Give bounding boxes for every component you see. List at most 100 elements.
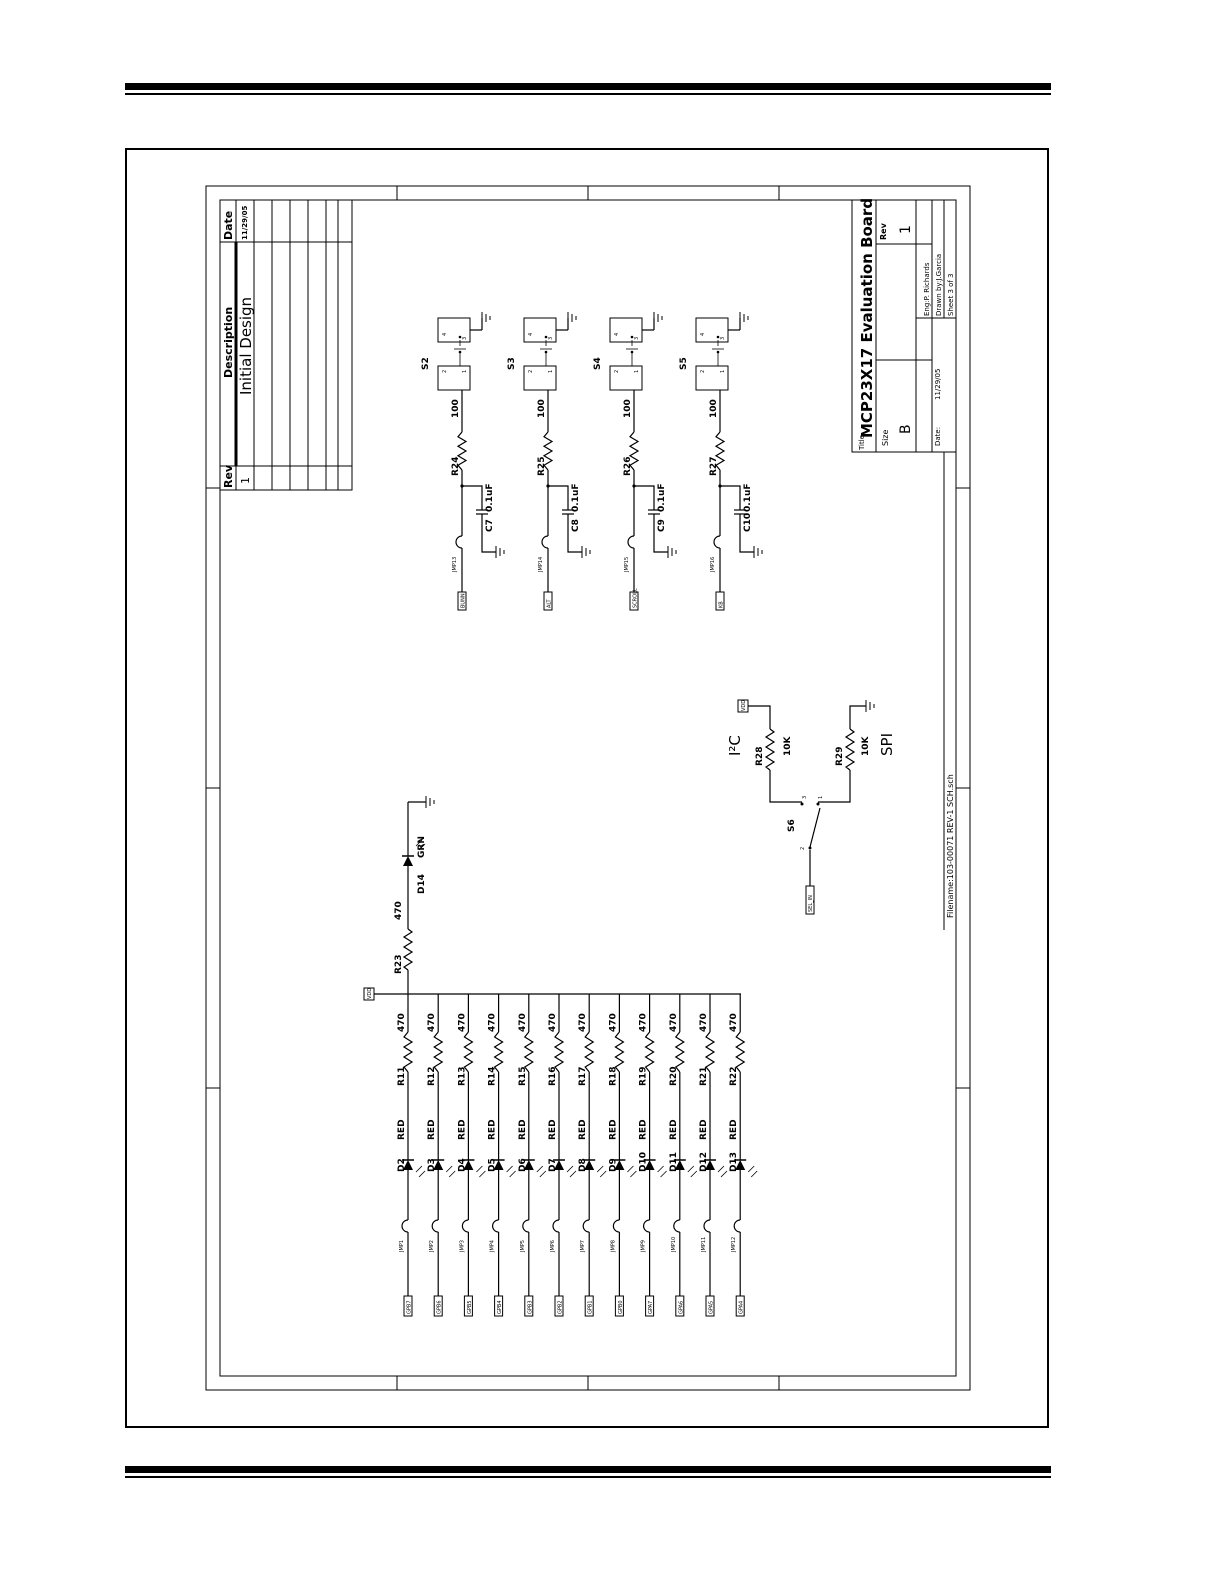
sheet-number: Sheet 3 of 3 bbox=[947, 273, 955, 316]
diode-label: D3 bbox=[427, 1158, 437, 1172]
date-block-value: 11/29/05 bbox=[934, 369, 942, 400]
diode-label: D4 bbox=[457, 1158, 467, 1172]
jumper-icon bbox=[492, 1219, 499, 1233]
jumper-icon bbox=[461, 1219, 469, 1233]
r28-value: 10K bbox=[783, 735, 793, 756]
resistor-label: R19 bbox=[639, 1067, 649, 1086]
resistor-icon bbox=[704, 1031, 716, 1073]
jumper-icon bbox=[673, 1219, 680, 1233]
resistor-value: 470 bbox=[548, 1013, 558, 1032]
jumper-icon bbox=[431, 1219, 439, 1233]
pin-label: 1 bbox=[548, 370, 554, 373]
resistor-value: 470 bbox=[397, 1013, 407, 1032]
capacitor-value: 0.1uF bbox=[657, 484, 667, 513]
header-rule-thin bbox=[125, 93, 1051, 95]
svg-text:3: 3 bbox=[802, 796, 808, 799]
zone-ticks bbox=[206, 186, 970, 1390]
pin-label: 3 bbox=[720, 337, 726, 340]
diode-label: D5 bbox=[488, 1158, 498, 1172]
led-diode-icon bbox=[554, 1160, 564, 1170]
capacitor-label: C7 bbox=[485, 519, 495, 532]
pin-label: 4 bbox=[614, 333, 620, 336]
resistor-value: 470 bbox=[699, 1013, 709, 1032]
diode-color: RED bbox=[699, 1119, 709, 1140]
resistor-icon bbox=[735, 1031, 746, 1073]
svg-text:SEL_IN: SEL_IN bbox=[808, 895, 814, 912]
board-title: MCP23X17 Evaluation Board bbox=[858, 198, 876, 438]
port-label: GPB4 bbox=[497, 1300, 503, 1314]
date-header: Date bbox=[222, 211, 235, 240]
resistor-icon bbox=[542, 431, 554, 471]
resistor-label: R11 bbox=[397, 1067, 407, 1086]
ground-icon bbox=[653, 312, 663, 324]
pin-label: 3 bbox=[462, 337, 468, 340]
resistor-value: 470 bbox=[608, 1013, 618, 1032]
title-block: Title MCP23X17 Evaluation Board Size B R… bbox=[851, 198, 957, 930]
capacitor-value: 0.1uF bbox=[485, 484, 495, 513]
d14-label: D14 bbox=[417, 874, 427, 894]
jumper-label: JMP16 bbox=[710, 557, 716, 573]
switch-label: S5 bbox=[679, 357, 689, 370]
jumper-icon bbox=[455, 535, 463, 549]
pin-label: 3 bbox=[634, 337, 640, 340]
resistor-icon bbox=[553, 1031, 565, 1073]
svg-text:VDD: VDD bbox=[741, 700, 747, 711]
capacitor-label: C9 bbox=[657, 519, 667, 532]
jumper-label: JMP11 bbox=[701, 1237, 707, 1253]
jumper-label: JMP5 bbox=[520, 1240, 526, 1253]
diode-label: D12 bbox=[699, 1152, 709, 1172]
port-label: GPB6 bbox=[437, 1300, 443, 1314]
resistor-value: 470 bbox=[518, 1013, 528, 1032]
jumper-icon bbox=[541, 535, 549, 549]
resistor-label: R26 bbox=[623, 457, 633, 476]
resistor-label: R22 bbox=[729, 1067, 739, 1086]
diode-color: RED bbox=[669, 1119, 679, 1140]
resistor-value: 470 bbox=[669, 1013, 679, 1032]
vdd-bus: VDD bbox=[363, 987, 741, 1001]
s6-label: S6 bbox=[787, 819, 797, 832]
diode-label: D7 bbox=[548, 1158, 558, 1172]
diode-label: D6 bbox=[518, 1158, 528, 1172]
filename: Filename:103-00071 REV-1 SCH.sch bbox=[946, 774, 955, 918]
svg-text:VDD: VDD bbox=[367, 988, 373, 999]
resistor-label: R25 bbox=[537, 457, 547, 476]
diode-label: D9 bbox=[608, 1158, 618, 1172]
resistor-icon bbox=[523, 1031, 534, 1073]
rev-big: 1 bbox=[898, 225, 914, 234]
resistor-icon bbox=[614, 1031, 625, 1073]
resistor-label: R15 bbox=[518, 1067, 528, 1086]
pin-label: 4 bbox=[528, 333, 534, 336]
resistor-icon bbox=[456, 431, 468, 471]
jumper-icon bbox=[703, 1219, 711, 1233]
ground-icon bbox=[495, 546, 505, 558]
resistor-icon bbox=[644, 1031, 655, 1073]
diode-label: D11 bbox=[669, 1152, 679, 1172]
led-diode-icon bbox=[735, 1160, 746, 1170]
diode-label: D8 bbox=[578, 1158, 588, 1172]
jumper-icon bbox=[612, 1219, 620, 1233]
pin-label: 2 bbox=[442, 370, 448, 373]
resistor-value: 470 bbox=[729, 1013, 739, 1032]
svg-text:2: 2 bbox=[800, 847, 806, 850]
diode-color: RED bbox=[578, 1119, 588, 1140]
pin-label: 2 bbox=[614, 370, 620, 373]
jumper-icon bbox=[552, 1219, 560, 1233]
switch-label: S2 bbox=[421, 357, 431, 370]
diode-color: RED bbox=[729, 1119, 739, 1140]
resistor-value: 100 bbox=[709, 399, 719, 418]
resistor-label: R27 bbox=[709, 457, 719, 476]
switch-label: S4 bbox=[593, 357, 603, 370]
date-value: 11/29/05 bbox=[241, 206, 249, 240]
header-rule-thick bbox=[125, 83, 1051, 90]
revision-table: Rev Description Date 1 Initial Design 11… bbox=[219, 199, 353, 491]
net-label: ALT bbox=[547, 598, 553, 608]
resistor-value: 100 bbox=[451, 399, 461, 418]
led-diode-icon bbox=[705, 1160, 715, 1170]
capacitor-label: C10 bbox=[743, 513, 753, 532]
resistor-value: 470 bbox=[578, 1013, 588, 1032]
led-diode-icon bbox=[584, 1160, 595, 1170]
